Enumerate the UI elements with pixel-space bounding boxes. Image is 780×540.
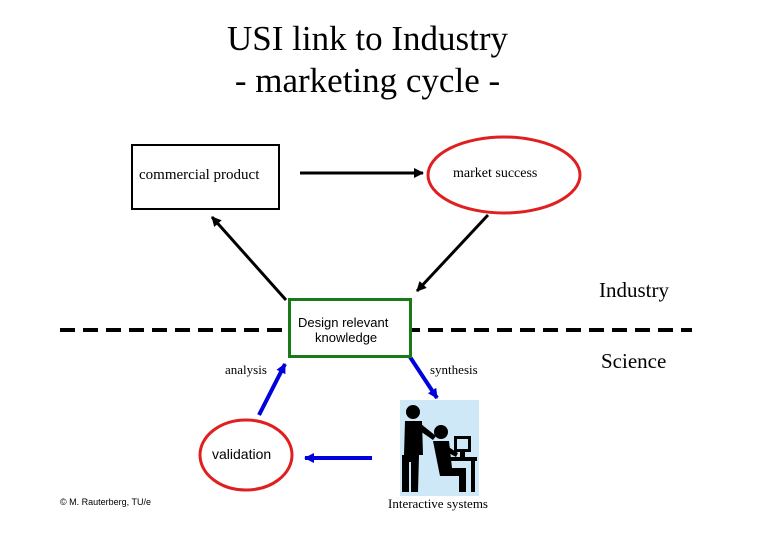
- copyright-footer: © M. Rauterberg, TU/e: [60, 497, 151, 507]
- page-title-line1: USI link to Industry: [227, 19, 508, 58]
- arrow-knowledge-to-system: [408, 355, 439, 400]
- industry-region-label: Industry: [599, 278, 669, 302]
- analysis-label: analysis: [225, 362, 267, 377]
- person-at-computer-icon: [400, 400, 479, 496]
- design-knowledge-label-line1: Design relevant: [298, 315, 389, 330]
- page-title-line2: - marketing cycle -: [234, 61, 501, 100]
- synthesis-label: synthesis: [430, 362, 478, 377]
- design-knowledge-box: [288, 298, 412, 358]
- validation-ellipse: [198, 418, 294, 492]
- market-success-ellipse: [426, 135, 582, 215]
- interactive-systems-label: Interactive systems: [388, 496, 488, 511]
- arrow-knowledge-to-product: [210, 216, 288, 301]
- market-success-label: market success: [453, 166, 538, 181]
- arrow-success-to-knowledge: [415, 213, 490, 293]
- commercial-product-box: [131, 144, 280, 210]
- validation-label: validation: [212, 446, 272, 462]
- design-knowledge-label-line2: knowledge: [315, 330, 378, 345]
- arrow-validation-to-knowledge: [257, 363, 287, 416]
- commercial-product-label: commercial product: [139, 167, 260, 183]
- science-region-label: Science: [601, 349, 667, 373]
